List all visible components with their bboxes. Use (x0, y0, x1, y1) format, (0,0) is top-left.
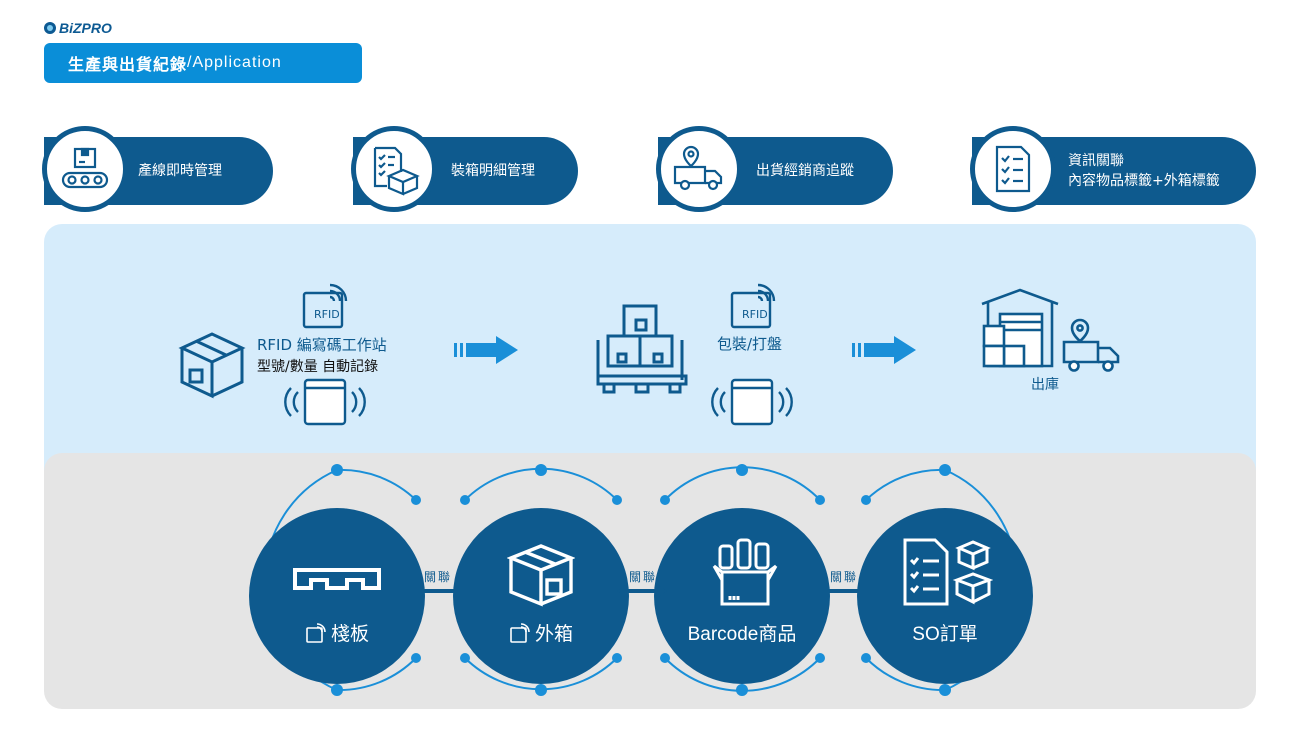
order-boxes-icon (903, 538, 993, 606)
page-title-main: 生產與出貨紀錄 (68, 55, 188, 74)
arrow-right-icon (852, 336, 916, 364)
brand-logo: BiZPRO (44, 20, 112, 36)
feature-label: 出貨經銷商追蹤 (756, 163, 854, 179)
link-label: 關聯 (629, 570, 658, 584)
rfid-tag-text: RFID (314, 308, 340, 321)
feature-info-link: 資訊關聯 內容物品標籤+外箱標籤 (970, 126, 1256, 212)
double-arrow-icon (414, 584, 464, 598)
process-panel (44, 224, 1256, 484)
step1-record-label: 型號/數量 自動記錄 (257, 359, 379, 375)
page-title-sub: /Application (187, 54, 282, 71)
node-caption: SO訂單 (857, 619, 1033, 646)
feature-packing-detail: 裝箱明細管理 (351, 126, 578, 212)
rfid-tag-icon (730, 283, 776, 329)
rfid-small-icon (510, 622, 530, 643)
relation-panel (44, 453, 1256, 709)
arrow-right-icon (454, 336, 518, 364)
node-carton: 外箱 (453, 508, 629, 684)
logo-text: BiZPRO (59, 20, 112, 36)
node-caption: Barcode商品 (654, 619, 830, 646)
conveyor-box-icon (42, 126, 128, 212)
step1-station-label: RFID 編寫碼工作站 (257, 336, 387, 354)
feature-dealer-tracking: 出貨經銷商追蹤 (656, 126, 893, 212)
node-label: 棧板 (330, 624, 369, 645)
node-sales-order: SO訂單 (857, 508, 1033, 684)
pallet-icon (293, 568, 381, 590)
rfid-small-icon (306, 622, 326, 643)
feature-label: 裝箱明細管理 (451, 163, 535, 179)
double-arrow-icon (819, 584, 869, 598)
node-label: Barcode商品 (687, 624, 797, 645)
box-icon (507, 544, 575, 607)
node-label: 外箱 (534, 624, 573, 645)
checklist-box-icon (351, 126, 437, 212)
logo-mark-icon (44, 22, 56, 34)
rfid-tag-text: RFID (742, 308, 768, 321)
page-title: 生產與出貨紀錄 /Application (44, 43, 362, 83)
node-pallet: 棧板 (249, 508, 425, 684)
node-label: SO訂單 (912, 624, 978, 645)
step3-outbound-label: 出庫 (1031, 377, 1059, 393)
products-box-icon (712, 538, 778, 606)
feature-production-line: 產線即時管理 (42, 126, 273, 212)
truck-location-icon (656, 126, 742, 212)
double-arrow-icon (617, 584, 667, 598)
feature-label: 產線即時管理 (138, 163, 222, 179)
node-caption: 棧板 (249, 619, 425, 646)
rfid-reader-icon (711, 378, 793, 426)
step2-packing-label: 包裝/打盤 (717, 335, 783, 353)
feature-label-line1: 資訊關聯 (1068, 153, 1124, 169)
warehouse-truck-icon (981, 288, 1120, 372)
checklist-icon (970, 126, 1056, 212)
node-barcode-product: Barcode商品 (654, 508, 830, 684)
feature-label-line2: 內容物品標籤+外箱標籤 (1068, 173, 1220, 189)
pallet-boxes-icon (596, 304, 688, 394)
node-caption: 外箱 (453, 619, 629, 646)
rfid-tag-icon (302, 283, 348, 329)
link-label: 關聯 (830, 570, 859, 584)
link-label: 關聯 (424, 570, 453, 584)
rfid-reader-icon (284, 378, 366, 426)
box-icon (178, 332, 246, 399)
